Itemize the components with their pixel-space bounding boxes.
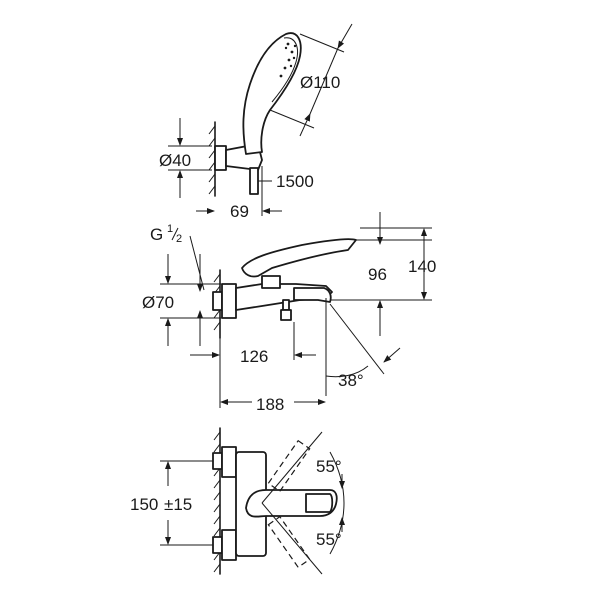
cartridge-cap — [261, 275, 281, 289]
escutcheon-diameter-label: Ø70 — [142, 293, 174, 312]
thread-fraction-numerator: 1 — [167, 223, 173, 235]
escutcheon — [221, 283, 237, 319]
handle-angle-up-label: 55° — [316, 457, 342, 476]
holder-projection-label: 69 — [230, 202, 249, 221]
mixer-front-view: 55° 55° 150 ±15 — [130, 427, 345, 575]
lever-handle — [241, 238, 357, 278]
hose-connector — [249, 167, 259, 195]
holder-wall-plate — [214, 145, 227, 171]
diverter — [282, 299, 290, 311]
spout-angle-label: 38° — [338, 371, 364, 390]
holder-diameter-label: Ø40 — [159, 151, 191, 170]
spout — [293, 287, 332, 303]
upper-escutcheon — [221, 446, 237, 478]
centres-label: 150 — [130, 495, 158, 514]
total-height-label: 140 — [408, 257, 436, 276]
thread-fraction-denominator: 2 — [176, 233, 182, 245]
hose-length-label: 1500 — [276, 172, 314, 191]
handshower-diameter-label: Ø110 — [300, 73, 340, 92]
thread-letter: G — [150, 225, 163, 244]
total-projection-label: 188 — [256, 395, 284, 414]
lower-connector — [212, 536, 223, 554]
spout-offset-label: 126 — [240, 347, 268, 366]
centres-tolerance-label: ±15 — [164, 495, 192, 514]
hand-shower-view: Ø110 Ø40 1500 69 — [159, 23, 353, 221]
handle-angle-down-label: 55° — [316, 530, 342, 549]
diverter-knob — [280, 309, 292, 321]
wall-connector — [212, 291, 223, 311]
hand-shower — [242, 32, 302, 155]
upper-connector — [212, 452, 223, 470]
mixer-side-view: G 1 2 Ø70 96 140 126 38° — [142, 212, 436, 414]
handle-height-label: 96 — [368, 265, 387, 284]
lower-escutcheon — [221, 529, 237, 561]
